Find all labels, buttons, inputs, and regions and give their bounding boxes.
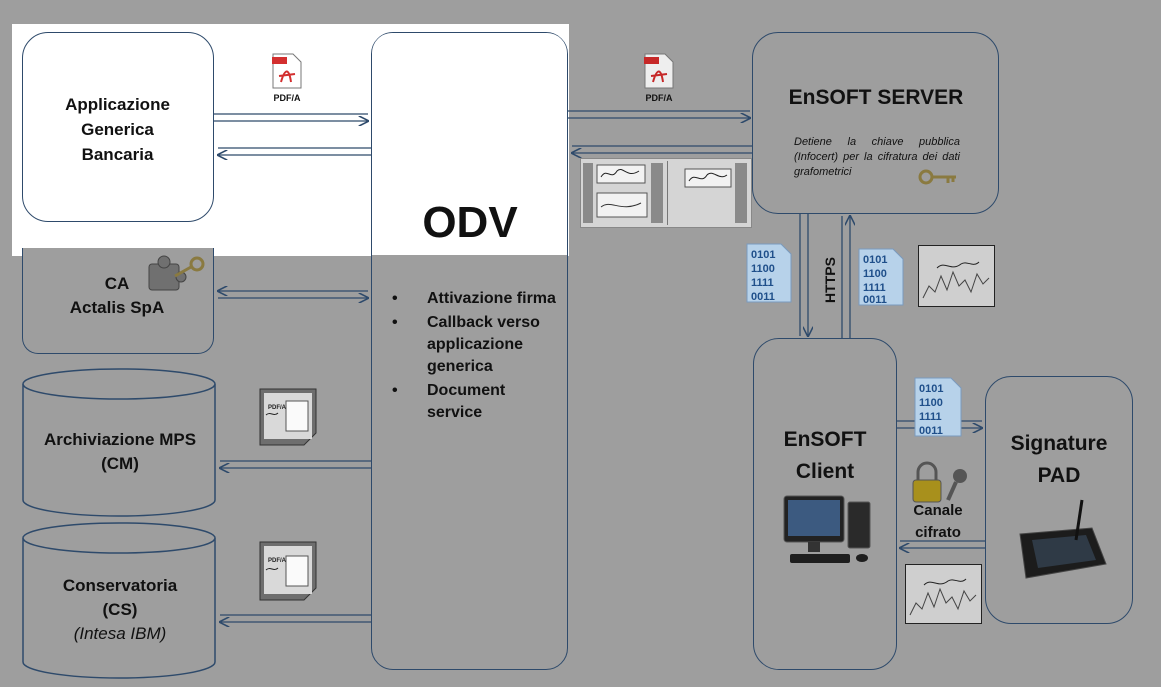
binary-file-icon-1: 0101 1100 1111 0011	[745, 242, 793, 304]
conservatoria-cylinder[interactable]	[22, 522, 216, 680]
archiviazione-label: Archiviazione MPS (CM)	[43, 430, 197, 473]
svg-text:0101: 0101	[863, 254, 887, 266]
arrow-odv-to-archiviazione	[220, 461, 371, 468]
arrow-app-to-odv	[214, 114, 368, 121]
svg-text:1100: 1100	[919, 397, 943, 409]
signature-tablet-icon	[1010, 498, 1110, 583]
arrow-server-to-client	[800, 214, 808, 336]
svg-text:0011: 0011	[751, 291, 775, 303]
key-icon	[918, 168, 958, 186]
svg-text:PDF/A: PDF/A	[268, 558, 287, 564]
conservatoria-label: Conservatoria (CS)	[62, 576, 178, 619]
arrow-client-to-server	[842, 216, 850, 338]
svg-text:PDF/A: PDF/A	[268, 405, 287, 411]
computer-icon	[782, 492, 877, 572]
https-label: HTTPS	[822, 257, 838, 303]
svg-text:1111: 1111	[919, 411, 942, 423]
svg-text:1111: 1111	[863, 282, 886, 294]
app-generica-box[interactable]	[22, 32, 214, 222]
lock-key-icon	[910, 460, 972, 504]
odv-title: ODV	[422, 198, 518, 247]
pdfa-label-1: PDF/A	[273, 93, 301, 103]
app-generica-label: Applicazione Generica Bancaria	[65, 95, 170, 164]
ensoft-server-note: Detiene la chiave pubblica (Infocert) pe…	[794, 136, 960, 178]
pdf-icon-1	[271, 52, 303, 90]
canale-cifrato-label: Canale cifrato	[913, 502, 963, 541]
odv-item-document: Document service	[392, 380, 562, 424]
pdfa-document-icon-conservatoria: PDF/A	[258, 540, 318, 602]
binary-file-icon-3: 0101 1100 1111 0011	[913, 376, 963, 438]
svg-text:0011: 0011	[919, 425, 943, 437]
arrow-odv-to-server	[568, 111, 750, 118]
arrow-ca-odv	[218, 291, 368, 298]
pdfa-label-2: PDF/A	[645, 93, 673, 103]
signed-documents-thumbnail	[580, 158, 752, 228]
svg-text:0101: 0101	[919, 383, 943, 395]
odv-highlight-cover	[372, 33, 567, 255]
conservatoria-sub: (Intesa IBM)	[73, 624, 167, 643]
biometric-chart-thumbnail-1	[918, 245, 995, 307]
svg-text:1100: 1100	[751, 263, 775, 275]
odv-item-callback: Callback verso applicazione generica	[392, 312, 562, 378]
puzzle-key-icon	[145, 252, 205, 297]
pdf-icon-2	[643, 52, 675, 90]
odv-item-attivazione: Attivazione firma	[392, 288, 562, 310]
signature-pad-label: Signature PAD	[1010, 432, 1108, 487]
svg-text:1100: 1100	[863, 268, 887, 280]
ensoft-client-label: EnSOFT Client	[783, 428, 867, 483]
arrow-pad-to-client	[900, 541, 985, 548]
ensoft-server-title: EnSOFT SERVER	[788, 86, 964, 109]
ca-label: CA Actalis SpA	[69, 274, 165, 317]
svg-text:0011: 0011	[863, 294, 887, 306]
signature-pad-box[interactable]	[985, 376, 1133, 624]
biometric-chart-thumbnail-2	[905, 564, 982, 624]
ensoft-server-box[interactable]	[752, 32, 999, 214]
svg-text:1111: 1111	[751, 277, 774, 289]
ca-box[interactable]	[22, 248, 214, 354]
svg-text:0101: 0101	[751, 249, 775, 261]
arrow-odv-to-conservatoria	[220, 615, 371, 622]
pdfa-document-icon-archiviazione: PDF/A	[258, 387, 318, 447]
odv-function-list: Attivazione firma Callback verso applica…	[392, 288, 562, 426]
archiviazione-cylinder[interactable]	[22, 368, 216, 518]
arrow-server-to-odv	[572, 146, 752, 153]
arrow-odv-to-app	[218, 148, 371, 155]
